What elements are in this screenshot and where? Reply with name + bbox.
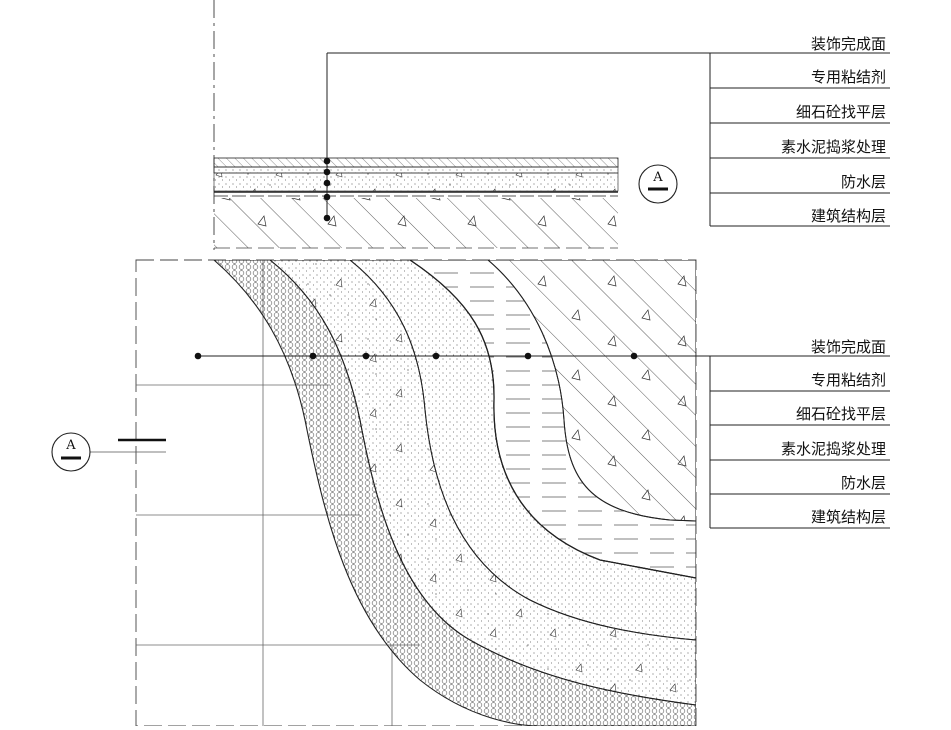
bottom-label-4: 防水层 xyxy=(841,474,886,492)
top-label-2: 细石砼找平层 xyxy=(796,103,886,121)
section-marker-top-letter: A xyxy=(652,170,663,185)
top-leader xyxy=(323,52,890,222)
bottom-label-0: 装饰完成面 xyxy=(811,338,886,356)
section-marker-left: A xyxy=(51,432,166,472)
top-label-4: 防水层 xyxy=(841,173,886,191)
top-label-5: 建筑结构层 xyxy=(811,207,886,225)
bottom-leader xyxy=(194,352,890,360)
top-label-0: 装饰完成面 xyxy=(811,35,886,53)
bottom-label-3: 素水泥捣浆处理 xyxy=(781,440,886,458)
plan-detail: 装饰完成面 专用粘结剂 细石砼找平层 素水泥捣浆处理 防水层 建筑结构层 A xyxy=(51,259,890,727)
section-marker-top: A xyxy=(638,164,678,204)
top-section-detail xyxy=(213,157,619,249)
bottom-label-table: 装饰完成面 专用粘结剂 细石砼找平层 素水泥捣浆处理 防水层 建筑结构层 xyxy=(709,338,890,529)
top-label-table: 装饰完成面 专用粘结剂 细石砼找平层 素水泥捣浆处理 防水层 建筑结构层 xyxy=(709,35,890,227)
top-label-3: 素水泥捣浆处理 xyxy=(781,138,886,156)
bottom-label-5: 建筑结构层 xyxy=(811,508,886,526)
bottom-label-2: 细石砼找平层 xyxy=(796,405,886,423)
finish-layer xyxy=(213,260,696,726)
top-label-1: 专用粘结剂 xyxy=(811,68,886,86)
section-marker-left-letter: A xyxy=(65,438,76,453)
bottom-label-1: 专用粘结剂 xyxy=(811,371,886,389)
